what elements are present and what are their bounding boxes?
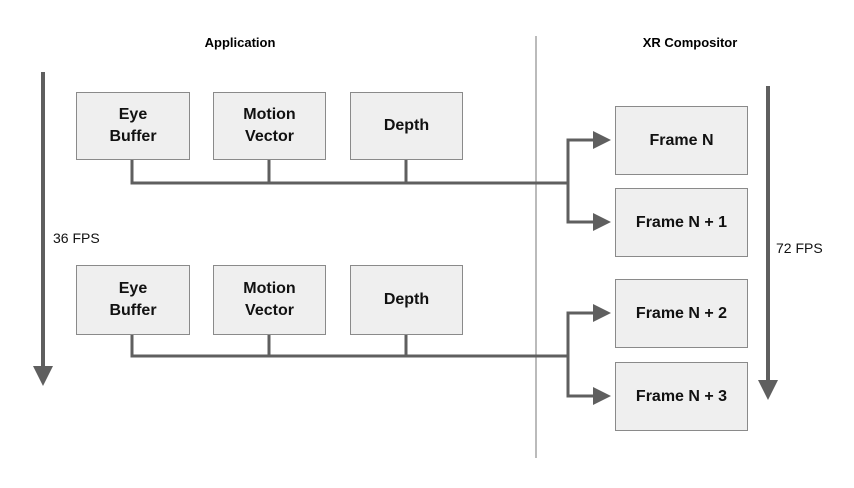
frame-n-box: Frame N [615, 106, 748, 175]
compositor-title: XR Compositor [642, 35, 738, 50]
compositor-fps-label: 72 FPS [776, 240, 823, 256]
depth-box: Depth [350, 92, 463, 160]
depth-box: Depth [350, 265, 463, 335]
application-fps-label: 36 FPS [53, 230, 100, 246]
frame-n-plus-1-box: Frame N + 1 [615, 188, 748, 257]
application-title: Application [204, 35, 276, 50]
group-1-connectors [130, 131, 611, 231]
frame-n-plus-3-box: Frame N + 3 [615, 362, 748, 431]
frame-n-plus-2-box: Frame N + 2 [615, 279, 748, 348]
group-2-connectors [130, 304, 611, 405]
